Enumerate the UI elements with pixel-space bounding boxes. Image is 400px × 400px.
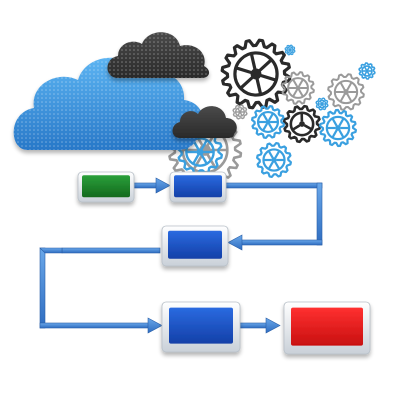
gear-icon — [327, 73, 365, 111]
gear-icon — [220, 38, 292, 110]
flow-arrow — [133, 177, 171, 194]
gear-icon — [232, 104, 248, 120]
gear-icon — [319, 108, 357, 148]
gear-icon — [281, 71, 315, 105]
flow-node-step-2 — [161, 225, 229, 267]
flow-arrow — [39, 247, 163, 334]
flow-arrow — [239, 317, 281, 334]
cloud-icon — [107, 32, 210, 78]
flow-node-face — [174, 175, 222, 198]
flow-arrow — [225, 182, 323, 251]
gear-icon — [256, 142, 292, 178]
cloud-icon — [13, 57, 204, 150]
gear-icon — [284, 44, 296, 56]
gear-icon — [358, 62, 376, 80]
cloud-icon — [172, 106, 237, 138]
flow-node-step-3 — [161, 301, 241, 353]
flow-node-face — [291, 307, 363, 346]
flow-node-start — [77, 171, 135, 203]
flow-connectors — [39, 177, 323, 334]
gear-icon — [315, 97, 329, 111]
flow-node-end — [283, 301, 371, 355]
gear-icon — [177, 129, 223, 175]
gear-icon — [251, 105, 285, 139]
gear-icon — [282, 104, 322, 144]
flow-node-face — [82, 175, 130, 198]
flow-node-face — [168, 230, 222, 259]
flowchart-nodes — [77, 171, 371, 355]
flow-node-step-1 — [169, 171, 227, 203]
flow-node-face — [169, 307, 233, 344]
